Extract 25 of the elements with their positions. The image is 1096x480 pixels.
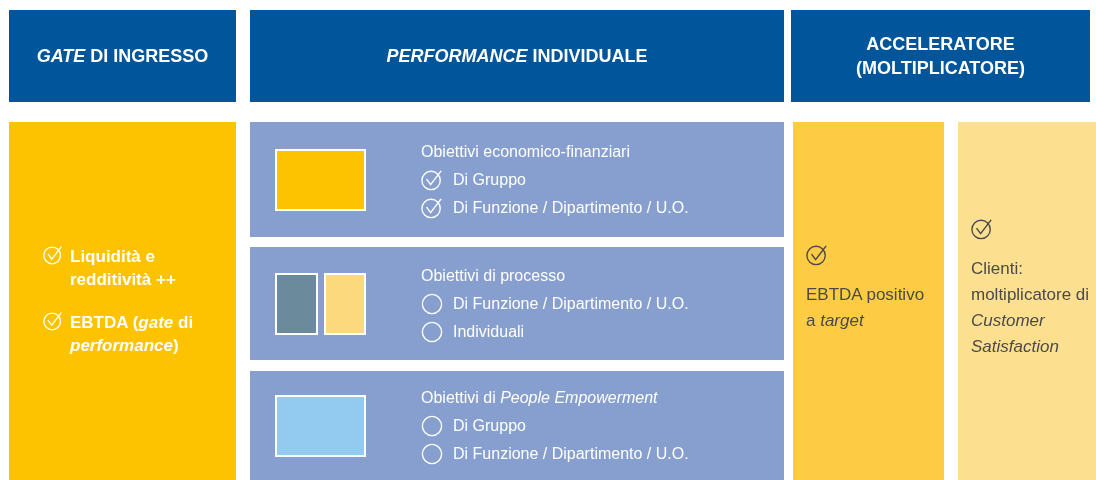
objective-item: Di Gruppo	[453, 415, 526, 436]
objective-item: Individuali	[453, 321, 525, 342]
accelerator-text: EBTDA positivo a target	[806, 284, 926, 332]
objective-item: Di Funzione / Dipartimento / U.O.	[453, 443, 689, 464]
objective-panel	[250, 122, 784, 237]
objective-item: Di Gruppo	[453, 169, 526, 190]
gate-panel	[9, 122, 236, 480]
header-title: GATE DI INGRESSO	[36, 45, 209, 68]
panel-heading: Obiettivi di People Empowerment	[421, 387, 659, 408]
objective-panel	[250, 371, 784, 480]
panel-heading: Obiettivi di processo	[421, 265, 567, 286]
accelerator-text: Clienti: moltiplicatore di Customer Satisfaction	[971, 258, 1091, 358]
header-title: ACCELERATORE (MOLTIPLICATORE)	[855, 33, 1026, 80]
objective-item: Di Funzione / Dipartimento / U.O.	[453, 293, 689, 314]
column-header	[9, 10, 236, 102]
objective-panel	[250, 247, 784, 360]
header-title: PERFORMANCE INDIVIDUALE	[386, 45, 648, 68]
accelerator-panel	[958, 122, 1096, 480]
panel-heading: Obiettivi economico-finanziari	[421, 141, 631, 162]
criterion-text: EBTDA (gate di performance)	[70, 312, 195, 357]
column-header	[250, 10, 784, 102]
column-header	[791, 10, 1090, 102]
objective-item: Di Funzione / Dipartimento / U.O.	[453, 197, 689, 218]
criterion-text: Liquidità e redditività ++	[70, 246, 177, 291]
accelerator-panel	[793, 122, 944, 480]
